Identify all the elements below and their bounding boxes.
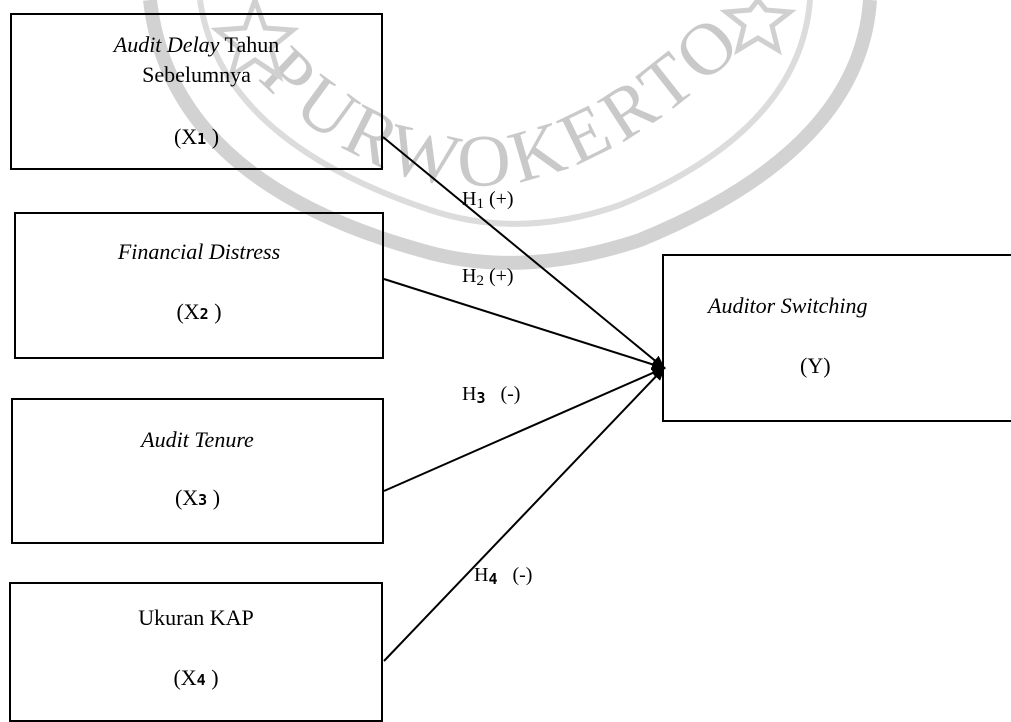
variable-x3-subscript: 3 bbox=[198, 491, 208, 509]
watermark-seal-inner-ring bbox=[197, 0, 813, 227]
variable-x2-subscript: 2 bbox=[199, 305, 209, 323]
variable-x2-main: (X bbox=[176, 299, 200, 324]
variable-x3-main: (X bbox=[174, 485, 199, 510]
watermark-star-right-icon bbox=[719, 0, 797, 56]
variable-x1-label: (X1 ) bbox=[12, 123, 381, 153]
variable-x1-close: ) bbox=[206, 124, 220, 149]
h3-subscript: 3 bbox=[476, 389, 486, 407]
h1-sign: (+) bbox=[483, 188, 514, 210]
hypothesis-h3-label: H3 (-) bbox=[462, 382, 520, 410]
auditor-switching-label: Auditor Switching bbox=[708, 293, 868, 318]
variable-x1-main: (X bbox=[173, 124, 198, 149]
variable-x1-subscript: 1 bbox=[197, 130, 207, 148]
h3-main: H bbox=[462, 383, 477, 405]
watermark-seal-ring bbox=[143, 0, 877, 270]
watermark-star-left-icon bbox=[210, 0, 300, 82]
arrow-h2 bbox=[383, 278, 666, 371]
variable-x4-label: (X4 ) bbox=[11, 664, 381, 694]
hypothesis-h4-label: H4 (-) bbox=[474, 563, 532, 591]
h4-subscript: 4 bbox=[488, 570, 498, 588]
box-auditor-switching: Auditor Switching (Y) bbox=[662, 254, 1011, 422]
audit-delay-rest-text: Tahun bbox=[219, 32, 280, 57]
hypothesis-h2-label: H2 (+) bbox=[462, 264, 514, 293]
h1-main: H bbox=[462, 188, 477, 210]
arrow-h3 bbox=[383, 367, 666, 492]
h4-sign: (-) bbox=[497, 564, 533, 586]
variable-x4-close: ) bbox=[205, 665, 219, 690]
box-audit-delay: Audit Delay Tahun Sebelumnya (X1 ) bbox=[10, 13, 383, 170]
audit-delay-label-line1: Audit Delay Tahun bbox=[12, 31, 381, 59]
ukuran-kap-label: Ukuran KAP bbox=[138, 605, 254, 630]
h2-subscript: 2 bbox=[476, 273, 484, 289]
variable-y-label: (Y) bbox=[800, 353, 831, 378]
financial-distress-label: Financial Distress bbox=[117, 239, 281, 264]
audit-delay-label-line2: Sebelumnya bbox=[142, 62, 251, 87]
variable-x4-main: (X bbox=[173, 665, 197, 690]
h2-sign: (+) bbox=[483, 265, 514, 287]
h4-main: H bbox=[474, 564, 489, 586]
variable-x2-label: (X2 ) bbox=[16, 298, 382, 328]
h3-sign: (-) bbox=[485, 383, 521, 405]
audit-delay-italic-text: Audit Delay bbox=[113, 32, 220, 57]
variable-x4-subscript: 4 bbox=[196, 671, 206, 689]
h1-subscript: 1 bbox=[476, 196, 484, 212]
watermark-seal: PURWOKERTO bbox=[143, 0, 877, 270]
arrow-h1 bbox=[382, 136, 666, 370]
variable-x3-label: (X3 ) bbox=[13, 484, 382, 514]
audit-tenure-label: Audit Tenure bbox=[141, 427, 254, 452]
box-audit-tenure: Audit Tenure (X3 ) bbox=[11, 398, 384, 544]
box-financial-distress: Financial Distress (X2 ) bbox=[14, 212, 384, 359]
arrow-h4 bbox=[383, 366, 666, 662]
variable-x2-close: ) bbox=[208, 299, 222, 324]
variable-x3-close: ) bbox=[207, 485, 221, 510]
h2-main: H bbox=[462, 265, 477, 287]
hypothesis-h1-label: H1 (+) bbox=[462, 187, 514, 216]
